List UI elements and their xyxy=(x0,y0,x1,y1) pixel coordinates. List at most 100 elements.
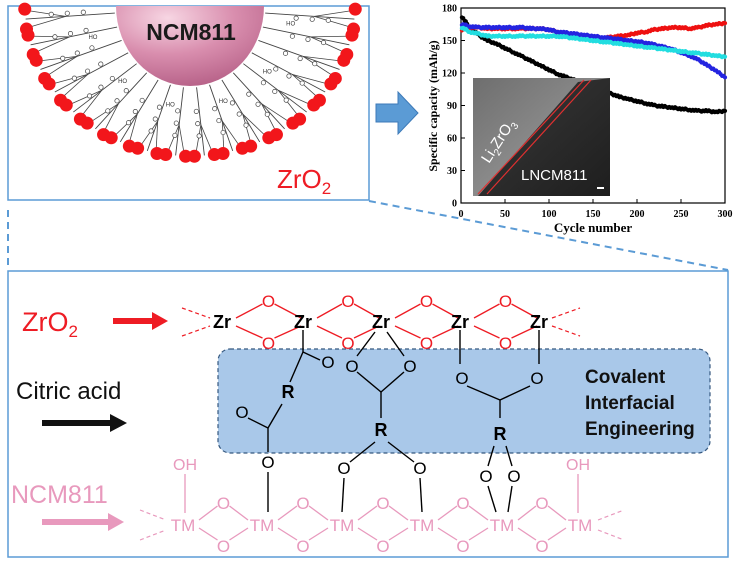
tm-o-bond xyxy=(198,505,218,521)
oxygen-ring xyxy=(85,68,91,74)
lattice-continuation xyxy=(139,529,167,541)
oxygen-ring xyxy=(71,75,77,81)
x-tick-label: 250 xyxy=(674,209,689,220)
organic-bond xyxy=(267,403,283,429)
lattice-continuation xyxy=(139,509,167,521)
hydroxyl-group-label: HO xyxy=(88,35,97,41)
organic-bond xyxy=(302,351,321,361)
lattice-continuation xyxy=(597,509,625,521)
ligand-branch xyxy=(26,16,66,29)
oxygen-ring xyxy=(193,108,199,114)
oxygen-ring xyxy=(325,17,331,23)
ligand-branch xyxy=(278,89,314,107)
oxygen-ring xyxy=(83,27,89,33)
ligand-stem xyxy=(54,52,129,93)
oxygen-ring xyxy=(309,16,315,22)
oxygen-ring xyxy=(105,108,111,114)
process-arrow xyxy=(375,90,419,136)
data-point xyxy=(722,108,728,114)
x-tick-label: 0 xyxy=(459,209,464,220)
ligand-stem xyxy=(243,63,307,113)
oxygen-ring xyxy=(156,104,163,110)
zr-o-bond xyxy=(235,303,263,319)
oxygen-atom: O xyxy=(455,369,468,388)
y-tick-label: 60 xyxy=(447,134,457,145)
hydroxyl-group: OH xyxy=(566,457,590,474)
zro2-legend-label: ZrO2 xyxy=(22,307,78,341)
oxygen-ring xyxy=(264,111,270,117)
tm-o-bond xyxy=(517,505,537,521)
interface-box-line-3: Engineering xyxy=(585,419,695,440)
bottom-frame xyxy=(7,270,729,558)
series-3 xyxy=(459,25,728,60)
oxygen-ring xyxy=(255,101,261,107)
oxygen-ring xyxy=(109,75,115,82)
ligand-branch xyxy=(302,56,336,78)
ncm811-legend-label: NCM811 xyxy=(11,481,108,509)
oxygen-atom: O xyxy=(217,494,230,513)
organic-bond xyxy=(487,485,497,513)
oxygen-ring xyxy=(132,108,138,115)
oxygen-atom: O xyxy=(345,357,358,376)
tm-o-bond xyxy=(198,527,218,541)
ligand-stem xyxy=(73,63,137,113)
tem-inset: Li2ZrO3 LNCM811 xyxy=(473,78,610,196)
zirconium-atom: Zr xyxy=(451,312,469,332)
ligand-stem xyxy=(251,52,326,93)
organic-bond xyxy=(356,331,376,357)
zr-o-bond xyxy=(511,325,538,339)
zirconium-atom: Zr xyxy=(213,312,231,332)
zro2-nanoparticle xyxy=(29,53,43,67)
tm-o-bond xyxy=(277,505,298,521)
tm-o-bond xyxy=(277,527,298,541)
oxygen-ring xyxy=(98,61,104,67)
zro2-nanoparticle xyxy=(18,2,32,16)
tm-o-bond xyxy=(437,505,458,521)
ligand-stem xyxy=(262,26,350,46)
y-tick-label: 120 xyxy=(442,69,457,80)
oxygen-ring xyxy=(175,108,181,114)
hydroxyl-group: OH xyxy=(173,457,197,474)
oxygen-ring xyxy=(148,128,154,134)
y-tick-label: 150 xyxy=(442,36,457,47)
zro2-nanoparticle xyxy=(42,77,56,91)
zro2-nanoparticle xyxy=(348,2,362,16)
oxygen-ring xyxy=(312,61,318,67)
oxygen-ring xyxy=(243,122,249,128)
ligand-stem xyxy=(146,84,171,152)
oxygen-ring xyxy=(87,93,93,99)
r-group: R xyxy=(282,382,295,402)
oxygen-atom: O xyxy=(535,494,548,513)
organic-bond xyxy=(419,477,423,513)
tm-o-bond xyxy=(517,527,537,541)
zirconium-atom: Zr xyxy=(294,312,312,332)
chart-xlabel: Cycle number xyxy=(554,220,633,235)
oxygen-atom: O xyxy=(403,357,416,376)
organic-bond xyxy=(380,371,405,393)
oxygen-atom: O xyxy=(499,334,512,353)
oxygen-atom: O xyxy=(420,292,433,311)
oxygen-atom: O xyxy=(321,353,334,372)
tm-o-bond xyxy=(388,505,409,521)
oxygen-atom: O xyxy=(341,334,354,353)
oxygen-ring xyxy=(123,88,129,94)
ligand-stem xyxy=(40,40,122,70)
lattice-continuation xyxy=(181,307,211,319)
series-2 xyxy=(459,22,728,80)
organic-bond xyxy=(505,445,513,467)
particle-label: NCM811 xyxy=(146,19,236,45)
ligand-branch xyxy=(310,36,348,54)
ligand-branch xyxy=(66,89,102,107)
oxygen-atom: O xyxy=(217,537,230,556)
ligand-stem xyxy=(265,12,355,20)
ncm811-arrow xyxy=(42,513,124,531)
zr-o-bond xyxy=(394,303,421,319)
organic-bond xyxy=(487,445,495,467)
shell-label: ZrO2 xyxy=(277,164,331,198)
ligand-branch xyxy=(87,103,119,125)
